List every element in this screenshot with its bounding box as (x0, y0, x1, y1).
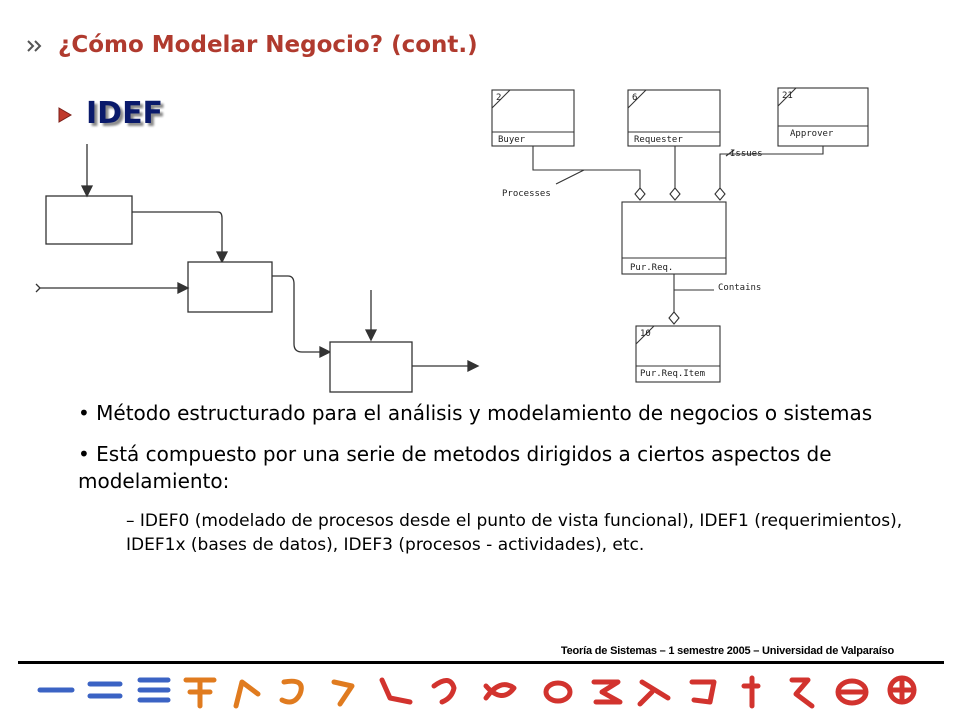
arrow-bullet-icon (58, 107, 72, 123)
idef1x-data-model-diagram: 2 Buyer 6 Requester 21 Approver Pur.Req.… (491, 87, 869, 383)
footer-divider (18, 661, 944, 664)
entity-name-buyer: Buyer (498, 135, 526, 145)
decorative-glyph-strip (37, 675, 917, 709)
glyph-icon (543, 680, 573, 704)
entity-requester (627, 89, 721, 147)
bullet-item: • Método estructurado para el análisis y… (78, 401, 873, 425)
relationship-diamond (669, 187, 681, 201)
glyph-icon (379, 677, 413, 705)
entity-approver (777, 87, 869, 147)
glyph-icon (431, 678, 457, 705)
entity-number-requester: 6 (632, 93, 637, 103)
glyph-icon (137, 677, 171, 703)
relationship-label-processes: Processes (502, 189, 551, 199)
entity-name-pur-req: Pur.Req. (630, 263, 673, 273)
glyph-icon (741, 675, 761, 709)
glyph-icon (689, 679, 717, 705)
bullet-item: • Está compuesto por una serie de metodo… (78, 442, 832, 493)
entity-number-pur-req-item: 10 (640, 329, 651, 339)
entity-buyer (491, 89, 575, 147)
glyph-icon (279, 678, 304, 705)
relationship-diamond (714, 187, 726, 201)
content-bullets: • Método estructurado para el análisis y… (78, 400, 908, 557)
entity-name-requester: Requester (634, 135, 683, 145)
glyph-icon (789, 677, 815, 709)
process-box-2 (187, 261, 273, 313)
glyph-icon (483, 682, 517, 701)
entity-pur-req (621, 201, 727, 275)
glyph-icon (835, 678, 869, 706)
idef0-process-diagram (35, 144, 480, 393)
glyph-icon (637, 679, 671, 707)
glyph-icon (887, 675, 917, 705)
entity-number-approver: 21 (782, 91, 793, 101)
entity-name-pur-req-item: Pur.Req.Item (640, 369, 705, 379)
glyph-icon (87, 681, 123, 699)
slide-title: ¿Cómo Modelar Negocio? (cont.) (58, 32, 478, 58)
process-box-3 (329, 341, 413, 393)
double-chevron-icon (27, 40, 42, 52)
process-box-1 (45, 195, 133, 245)
glyph-icon (591, 679, 623, 705)
idef-heading: IDEF (86, 96, 164, 131)
entity-number-buyer: 2 (496, 93, 501, 103)
relationship-label-contains: Contains (718, 283, 761, 293)
relationship-diamond (634, 187, 646, 201)
glyph-icon (233, 679, 261, 709)
entity-name-approver: Approver (790, 129, 834, 139)
relationship-label-issues: Issues (730, 149, 763, 159)
entity-pur-req-item (635, 325, 721, 383)
glyph-icon (331, 679, 355, 707)
glyph-icon (183, 677, 217, 709)
footer-text: Teoría de Sistemas – 1 semestre 2005 – U… (560, 645, 894, 657)
relationship-diamond (668, 311, 680, 325)
sub-bullet-item: – IDEF0 (modelado de procesos desde el p… (126, 511, 903, 555)
